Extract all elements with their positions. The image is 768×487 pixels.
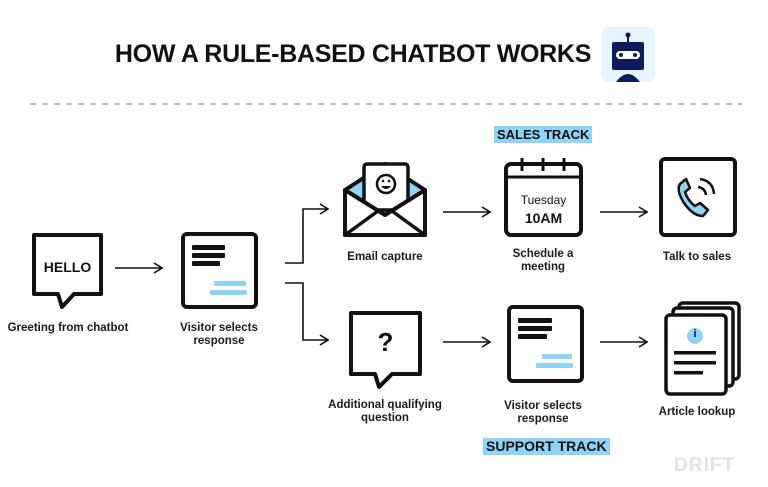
label-schedule-meeting: Schedule a meeting bbox=[512, 248, 574, 273]
envelope-icon bbox=[343, 162, 427, 237]
label-visitor-selects-support: Visitor selects response bbox=[504, 400, 582, 425]
hello-text: HELLO bbox=[43, 259, 92, 275]
robot-icon bbox=[601, 27, 655, 82]
info-icon: i bbox=[693, 328, 697, 340]
arrows bbox=[115, 209, 647, 342]
calendar-icon bbox=[504, 158, 583, 237]
drift-logo: DRIFT bbox=[674, 455, 735, 476]
calendar-day: Tuesday bbox=[520, 193, 567, 207]
article-stack-icon bbox=[664, 301, 741, 396]
label-greeting: Greeting from chatbot bbox=[7, 322, 129, 334]
label-email-capture: Email capture bbox=[347, 251, 423, 263]
label-qualifying-question: Additional qualifying question bbox=[328, 399, 442, 424]
page-title: HOW A RULE-BASED CHATBOT WORKS bbox=[114, 40, 592, 68]
chat-response-icon bbox=[181, 232, 258, 309]
phone-icon bbox=[659, 157, 737, 237]
label-article-lookup: Article lookup bbox=[658, 406, 736, 418]
sales-track-badge: SALES TRACK bbox=[494, 126, 593, 143]
label-visitor-selects: Visitor selects response bbox=[180, 322, 258, 347]
question-bubble-icon bbox=[349, 311, 422, 389]
speech-bubble-icon bbox=[32, 233, 103, 309]
calendar-time: 10AM bbox=[524, 210, 563, 226]
chat-response-icon bbox=[507, 305, 584, 383]
support-track-badge: SUPPORT TRACK bbox=[483, 438, 610, 455]
label-talk-to-sales: Talk to sales bbox=[662, 251, 732, 263]
question-mark-icon: ? bbox=[377, 327, 394, 357]
